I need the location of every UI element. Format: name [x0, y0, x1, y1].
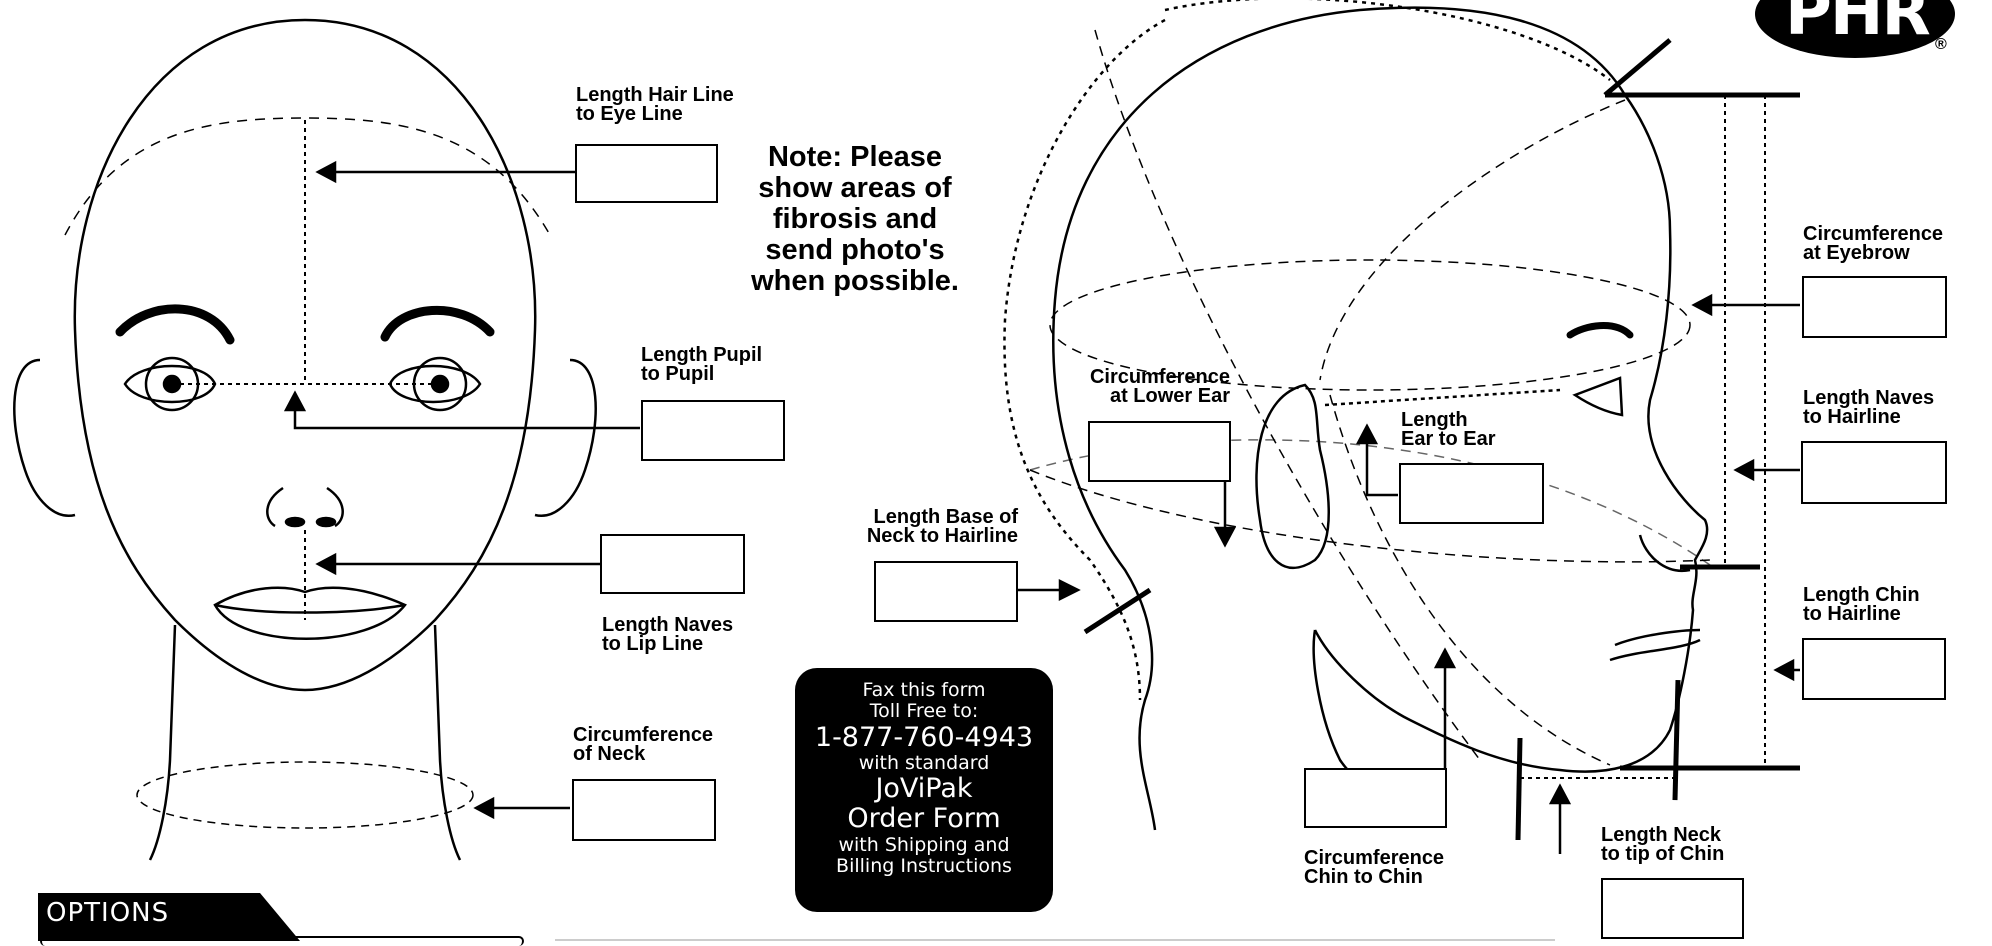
label-naves-to-lip: Length Naves to Lip Line	[602, 614, 734, 655]
ear-to-ear-input[interactable]	[1399, 463, 1544, 524]
circ-neck-input[interactable]	[572, 779, 716, 841]
label-base-neck-hairline: Length Base of Neck to Hairline	[866, 506, 1018, 547]
phr-logo-text: PHR	[1785, 0, 1931, 50]
naves-to-hairline-input[interactable]	[1801, 441, 1947, 504]
fax-box: Fax this form Toll Free to: 1-877-760-49…	[795, 668, 1053, 912]
fibrosis-note: Note: Please show areas of fibrosis and …	[751, 141, 959, 297]
label-ear-to-ear: Length Ear to Ear	[1401, 409, 1496, 450]
pupil-to-pupil-input[interactable]	[641, 400, 785, 461]
label-circ-lower-ear: Circumference at Lower Ear	[1089, 366, 1230, 407]
circ-lower-ear-input[interactable]	[1088, 421, 1231, 482]
options-tab	[38, 893, 300, 941]
fax-phone: 1-877-760-4943	[814, 721, 1034, 753]
label-circ-chin: Circumference Chin to Chin	[1304, 847, 1445, 888]
label-circ-eyebrow: Circumference at Eyebrow	[1803, 223, 1944, 264]
fax-line2: Toll Free to:	[869, 700, 979, 723]
label-neck-to-chin: Length Neck to tip of Chin	[1601, 824, 1725, 865]
label-naves-to-hairline: Length Naves to Hairline	[1803, 387, 1935, 428]
label-circ-neck: Circumference of Neck	[573, 724, 714, 765]
label-pupil-to-pupil: Length Pupil to Pupil	[641, 344, 763, 385]
registered-mark: ®	[1935, 36, 1947, 53]
naves-to-lip-input[interactable]	[600, 534, 745, 594]
base-neck-hairline-input[interactable]	[874, 561, 1018, 622]
fax-line4: with standard	[858, 751, 990, 774]
fax-line7: with Shipping and	[838, 833, 1010, 856]
circ-chin-input[interactable]	[1304, 768, 1447, 828]
options-panel-edge	[40, 936, 524, 946]
options-title: OPTIONS	[46, 898, 170, 928]
chin-to-hairline-input[interactable]	[1802, 638, 1946, 700]
divider	[555, 939, 1555, 941]
fax-line5: JoViPak	[875, 773, 973, 805]
fax-line1: Fax this form	[862, 679, 986, 701]
fax-line6: Order Form	[847, 803, 1001, 835]
circ-eyebrow-input[interactable]	[1802, 276, 1947, 338]
label-chin-to-hairline: Length Chin to Hairline	[1803, 584, 1920, 625]
hair-to-eye-input[interactable]	[575, 144, 718, 203]
fax-line8: Billing Instructions	[836, 854, 1012, 877]
label-hair-to-eye: Length Hair Line to Eye Line	[576, 84, 734, 125]
neck-to-chin-input[interactable]	[1601, 878, 1744, 939]
